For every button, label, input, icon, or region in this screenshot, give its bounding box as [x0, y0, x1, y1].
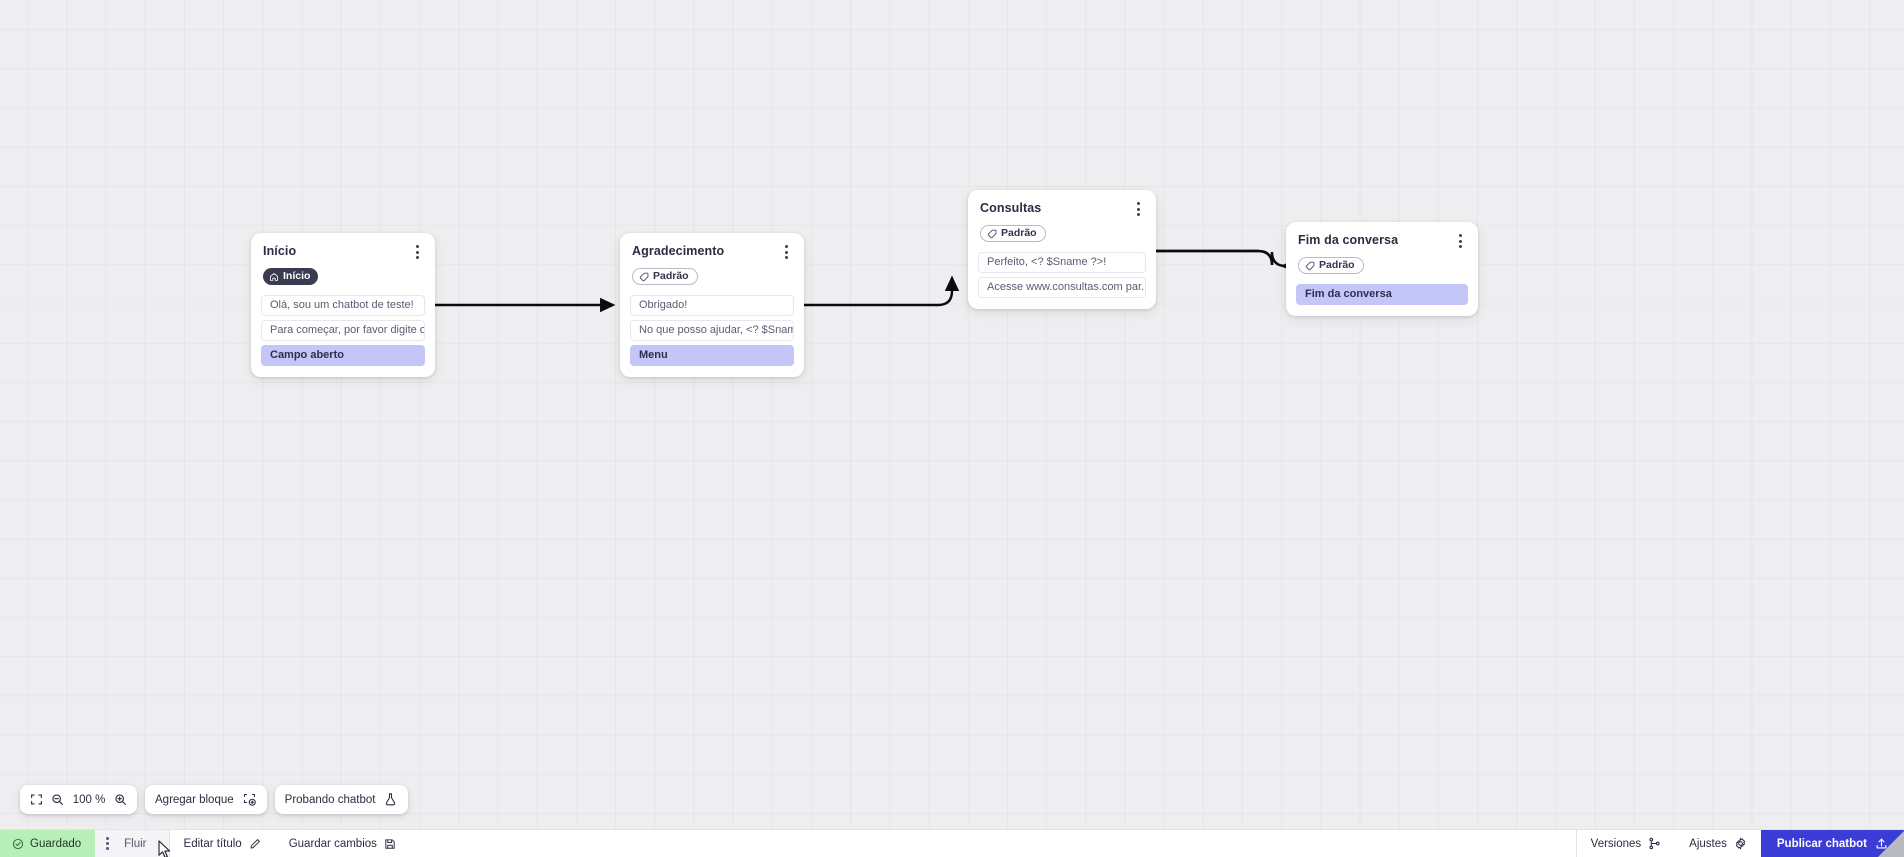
- resize-corner-handle[interactable]: [1878, 831, 1904, 857]
- node-field-action[interactable]: Menu: [630, 344, 794, 366]
- node-title: Fim da conversa: [1298, 233, 1399, 247]
- node-title: Início: [263, 244, 297, 258]
- zoom-controls: 100 %: [20, 785, 137, 814]
- flow-tab-group: Fluir: [95, 830, 170, 857]
- branch-icon: [1648, 837, 1661, 850]
- versions-label: Versiones: [1590, 837, 1642, 850]
- save-changes-button[interactable]: Guardar cambios: [275, 830, 410, 857]
- fit-screen-icon[interactable]: [30, 793, 43, 806]
- tab-fluir-label: Fluir: [124, 837, 147, 850]
- node-header: Início: [261, 243, 425, 261]
- node-fields: Fim da conversa: [1296, 283, 1468, 305]
- node-field-message[interactable]: Perfeito, <? $Sname ?>!: [978, 251, 1146, 273]
- saved-status-label: Guardado: [30, 837, 82, 850]
- zoom-level-value: 100 %: [72, 793, 106, 806]
- status-bar-right: Versiones Ajustes Publ: [1575, 830, 1904, 857]
- versions-button[interactable]: Versiones: [1577, 830, 1676, 857]
- node-badge-label: Padrão: [1319, 259, 1355, 272]
- settings-button[interactable]: Ajustes: [1675, 830, 1761, 857]
- tag-icon: [987, 229, 997, 238]
- flow-node-agradecimento[interactable]: Agradecimento Padrão Obrigado! No que po…: [620, 233, 804, 377]
- canvas-toolbar: 100 % Agregar bloque Probando chatbot: [20, 785, 409, 814]
- edge-consultas-to-fim-tail: [1153, 249, 1296, 274]
- flow-node-fim-da-conversa[interactable]: Fim da conversa Padrão Fim da conversa: [1286, 222, 1478, 316]
- edge-consultas-to-fim: [1153, 249, 1274, 266]
- node-fields: Obrigado! No que posso ajudar, <? $Sname…: [630, 294, 794, 366]
- node-badge-label: Padrão: [653, 270, 689, 283]
- edge-agradecimento-to-consultas: [802, 275, 960, 307]
- tag-icon: [639, 272, 649, 281]
- node-field-action[interactable]: Campo aberto: [261, 344, 425, 366]
- node-badge-label: Início: [283, 270, 311, 283]
- edit-title-button[interactable]: Editar título: [170, 830, 275, 857]
- node-badge-inicio[interactable]: Início: [263, 268, 319, 285]
- pencil-icon: [249, 838, 261, 850]
- home-icon: [269, 272, 279, 281]
- add-block-button[interactable]: Agregar bloque: [145, 785, 267, 814]
- node-badge-row: Padrão: [1296, 250, 1468, 276]
- flow-node-consultas[interactable]: Consultas Padrão Perfeito, <? $Sname ?>!…: [968, 190, 1156, 309]
- node-field-message[interactable]: Acesse www.consultas.com par...: [978, 276, 1146, 298]
- node-badge-padrao[interactable]: Padrão: [632, 268, 698, 285]
- node-badge-label: Padrão: [1001, 227, 1037, 240]
- flask-icon: [383, 792, 398, 807]
- publish-chatbot-label: Publicar chatbot: [1776, 837, 1867, 850]
- node-badge-row: Início: [261, 261, 425, 287]
- bottom-status-bar: Guardado Fluir Editar título Guardar cam…: [0, 829, 1904, 857]
- zoom-in-icon[interactable]: [114, 793, 127, 806]
- node-badge-padrao[interactable]: Padrão: [980, 225, 1046, 242]
- more-vertical-icon[interactable]: [1131, 200, 1145, 218]
- node-field-message[interactable]: Para começar, por favor digite o ...: [261, 319, 425, 341]
- node-badge-row: Padrão: [978, 218, 1146, 244]
- node-field-message[interactable]: No que posso ajudar, <? $Sname ...: [630, 319, 794, 341]
- tab-fluir[interactable]: Fluir: [120, 830, 168, 857]
- save-changes-label: Guardar cambios: [288, 837, 377, 850]
- tag-icon: [1305, 261, 1315, 270]
- node-field-message[interactable]: Obrigado!: [630, 294, 794, 316]
- gear-icon: [1734, 837, 1747, 850]
- node-header: Agradecimento: [630, 243, 794, 261]
- add-block-icon: [242, 792, 257, 807]
- node-field-action[interactable]: Fim da conversa: [1296, 283, 1468, 305]
- node-title: Consultas: [980, 201, 1042, 215]
- add-block-label: Agregar bloque: [155, 793, 234, 806]
- flow-node-inicio[interactable]: Início Início Olá, sou um chatbot de tes…: [251, 233, 435, 377]
- edit-title-label: Editar título: [183, 837, 242, 850]
- node-fields: Olá, sou um chatbot de teste! Para começ…: [261, 294, 425, 366]
- node-badge-padrao[interactable]: Padrão: [1298, 257, 1364, 274]
- saved-status-badge: Guardado: [0, 830, 96, 857]
- node-header: Consultas: [978, 200, 1146, 218]
- node-fields: Perfeito, <? $Sname ?>! Acesse www.consu…: [978, 251, 1146, 298]
- save-disk-icon: [384, 838, 396, 850]
- status-bar-left: Guardado Fluir Editar título Guardar cam…: [0, 830, 410, 857]
- test-chatbot-label: Probando chatbot: [284, 793, 376, 806]
- node-title: Agradecimento: [632, 244, 725, 258]
- more-vertical-icon[interactable]: [95, 830, 120, 857]
- zoom-out-icon[interactable]: [51, 793, 64, 806]
- more-vertical-icon[interactable]: [1453, 232, 1467, 250]
- check-circle-icon: [12, 838, 24, 850]
- test-chatbot-button[interactable]: Probando chatbot: [274, 785, 409, 814]
- node-header: Fim da conversa: [1296, 232, 1468, 250]
- node-badge-row: Padrão: [630, 261, 794, 287]
- settings-label: Ajustes: [1689, 837, 1727, 850]
- more-vertical-icon[interactable]: [779, 243, 793, 261]
- more-vertical-icon[interactable]: [410, 243, 424, 261]
- node-field-message[interactable]: Olá, sou um chatbot de teste!: [261, 294, 425, 316]
